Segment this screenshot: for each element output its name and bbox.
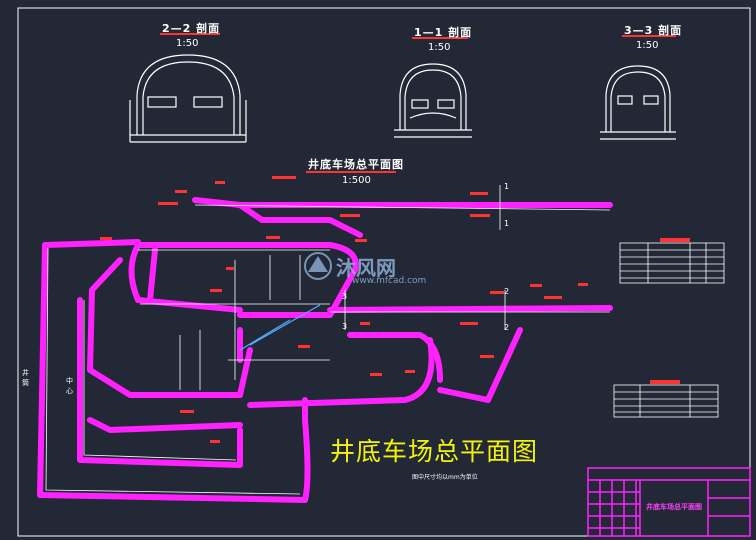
legend-table-lower-header: [650, 380, 680, 384]
section-mark-3: 3: [342, 292, 348, 301]
left-label-a: 井: [22, 369, 29, 377]
section-2-2-scale: 1:50: [176, 38, 199, 49]
title-block-name: 井底车场总平面图: [646, 503, 702, 511]
section-2-2-drawing: [129, 54, 247, 143]
main-track-layout: [37, 197, 613, 503]
section-3-3-drawing: [600, 65, 676, 140]
watermark-logo-icon: [304, 252, 332, 280]
left-label-c: 中: [66, 377, 73, 385]
section-1-1-scale: 1:50: [428, 42, 451, 53]
section-3-3-scale: 1:50: [636, 40, 659, 51]
section-mark-1b: 1: [504, 219, 510, 228]
section-mark-2: 2: [504, 287, 510, 296]
section-mark-1: 1: [504, 182, 510, 191]
left-label-d: 心: [66, 387, 73, 395]
section-mark-2b: 2: [504, 323, 510, 332]
left-label-b: 筒: [22, 379, 29, 387]
section-1-1-title: 1—1 剖面: [414, 26, 473, 39]
plan-title: 井底车场总平面图: [308, 158, 404, 171]
dimension-markers: [100, 176, 588, 443]
title-block: [587, 467, 751, 537]
section-2-2-title: 2—2 剖面: [162, 22, 221, 35]
section-mark-3b: 3: [342, 322, 348, 331]
drawing-big-title: 井底车场总平面图: [330, 437, 539, 466]
thin-line-overlay: [45, 185, 611, 495]
section-1-1-drawing: [394, 63, 472, 138]
section-3-3-title: 3—3 剖面: [624, 24, 683, 37]
dimension-note: 图中尺寸均以mm为单位: [412, 474, 478, 481]
drawing-border: [17, 7, 751, 537]
plan-scale: 1:500: [342, 175, 371, 186]
legend-table-upper: [619, 242, 725, 284]
legend-table-lower: [613, 384, 719, 418]
watermark-url: www.mfcad.com: [352, 276, 427, 286]
legend-table-upper-header: [660, 238, 690, 242]
watermark-brand: 沐风网: [336, 256, 396, 280]
